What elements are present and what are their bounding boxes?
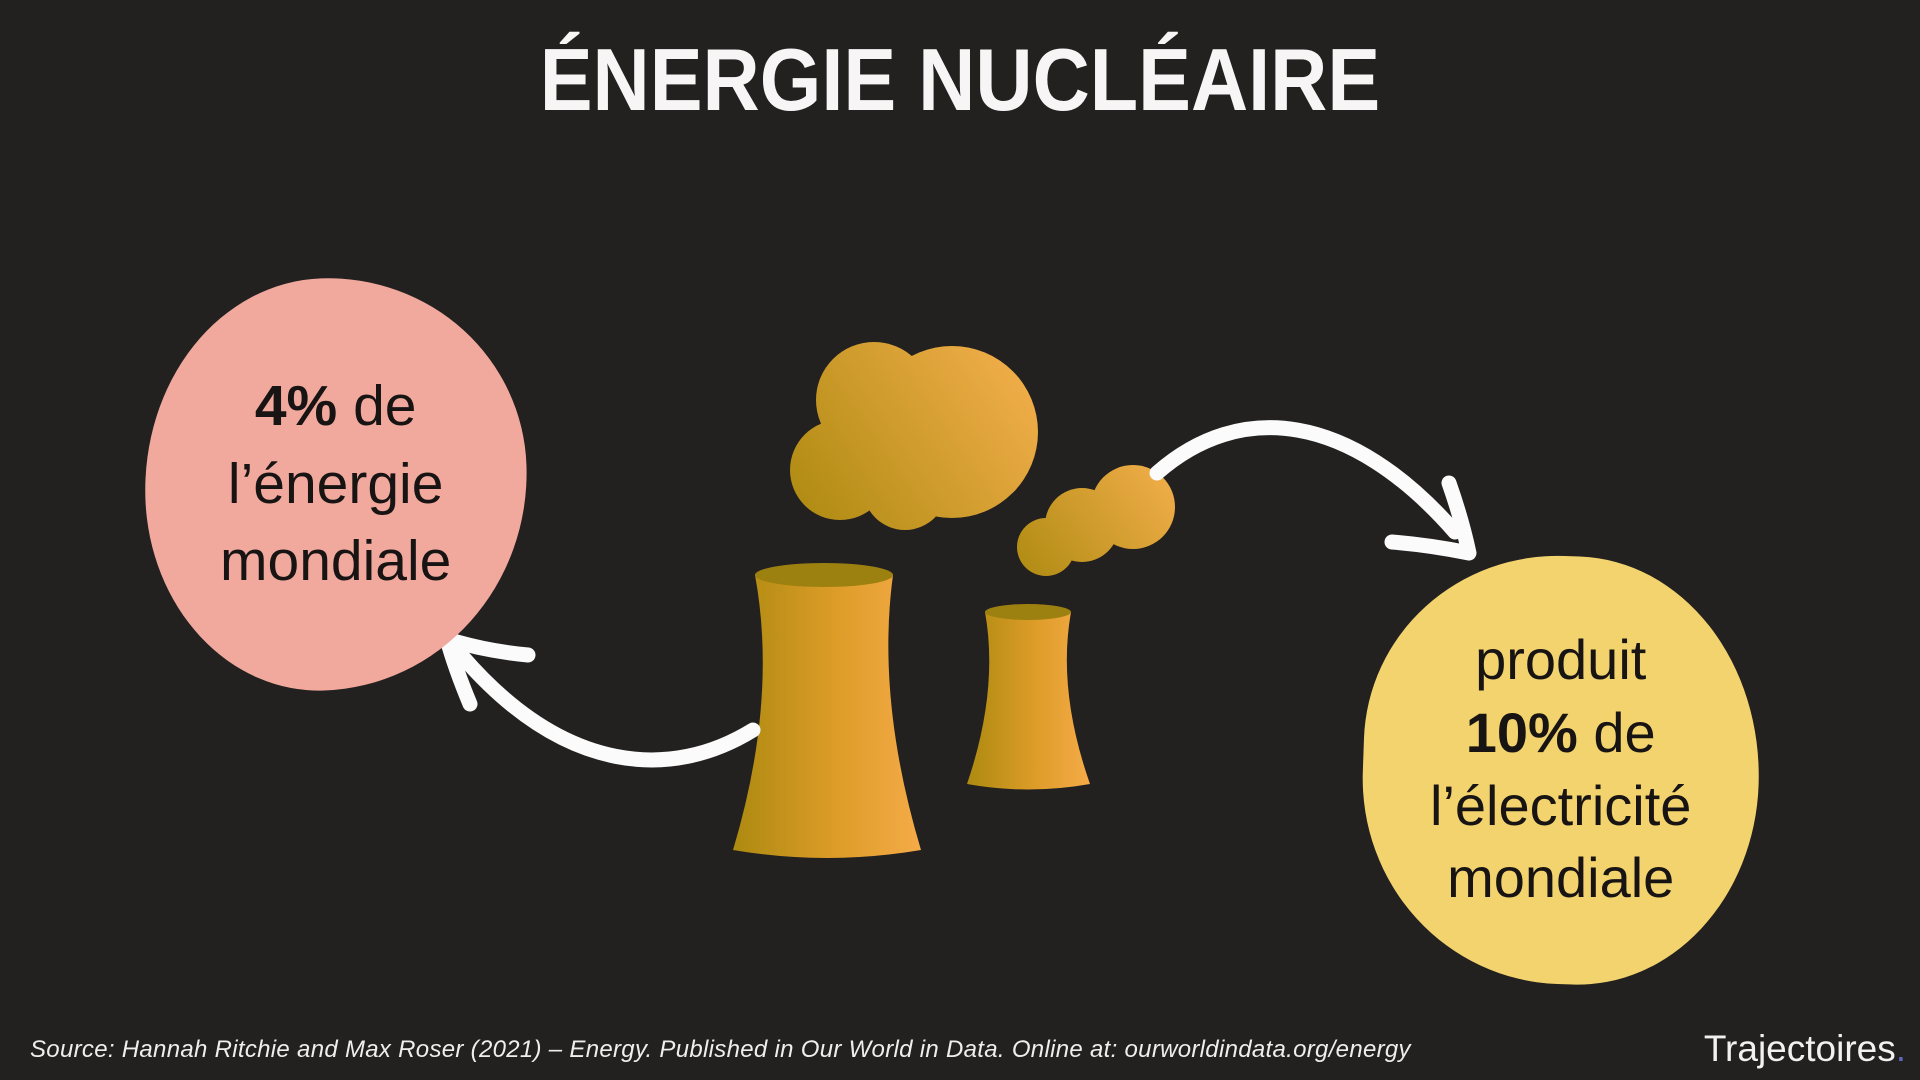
stat-bubble-electricity: produit 10% de l’électricité mondiale	[1355, 549, 1767, 991]
page-title-text: ÉNERGIE NUCLÉAIRE	[539, 30, 1381, 129]
curved-arrow-left-icon	[439, 631, 761, 768]
stat-bubble-energy: 4% de l’énergie mondiale	[137, 271, 535, 697]
cooling-tower-large-icon	[733, 563, 921, 858]
brand-dot: .	[1895, 1028, 1906, 1069]
smoke-cloud-small-icon	[1017, 465, 1175, 576]
stat-value-energy: 4%	[255, 373, 338, 438]
stat-value-electricity: 10%	[1466, 701, 1579, 765]
curved-arrow-right-icon	[1149, 420, 1477, 561]
smoke-cloud-large-icon	[790, 342, 1038, 530]
page-title: ÉNERGIE NUCLÉAIRE	[0, 36, 1920, 124]
source-caption: Source: Hannah Ritchie and Max Roser (20…	[30, 1036, 1411, 1063]
cooling-tower-small-icon	[967, 604, 1090, 790]
brand-logo: Trajectoires.	[1704, 1028, 1906, 1070]
stat-bubble-electricity-text: produit 10% de l’électricité mondiale	[1430, 628, 1692, 910]
stat-bubble-energy-text: 4% de l’énergie mondiale	[220, 373, 452, 593]
brand-name: Trajectoires	[1703, 1028, 1896, 1069]
